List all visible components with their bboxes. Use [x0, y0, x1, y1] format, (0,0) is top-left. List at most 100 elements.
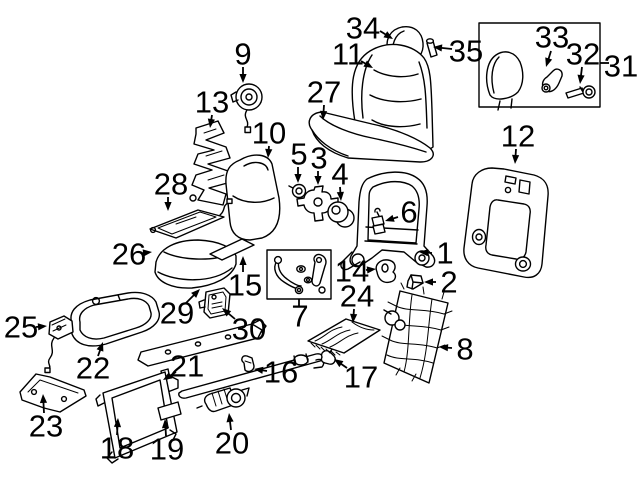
seat-back-pad-drawing: [225, 154, 281, 241]
callout-27-label: 27: [307, 75, 341, 110]
callout-22-label: 22: [76, 351, 110, 386]
callout-1-label: 1: [436, 236, 453, 271]
frame-latch-drawing: [371, 207, 386, 235]
callout-2-arrowhead: [424, 278, 433, 286]
kit-headrest-drawing: [485, 51, 524, 111]
callout-20-label: 20: [215, 426, 249, 461]
callout-17-label: 17: [344, 360, 378, 395]
callout-16-arrowhead: [254, 366, 264, 374]
guide-pin-drawing: [425, 38, 438, 58]
callout-26-label: 26: [112, 237, 146, 272]
callout-1-arrowhead: [419, 249, 429, 257]
track-heater-pad-drawing: [307, 318, 381, 356]
callout-4-arrowhead: [336, 191, 344, 201]
track-motor-drawing: [196, 387, 250, 413]
callout-11-label: 11: [332, 37, 364, 72]
callout-29-arrowhead: [191, 289, 200, 298]
headrest-kit-box: [478, 22, 601, 108]
callout-8-arrowhead: [439, 344, 449, 352]
callout-3-arrowhead: [314, 176, 322, 185]
callout-8-label: 8: [456, 332, 473, 367]
seat-assembly-drawing: [308, 25, 438, 163]
callout-28-arrowhead: [164, 202, 172, 211]
track-cover-drawing: [19, 373, 87, 413]
nut-drawing: [288, 183, 307, 199]
callout-25-arrowhead: [37, 323, 47, 331]
lumbar-mat-drawing: [381, 282, 453, 384]
callout-24-arrowhead: [350, 313, 358, 323]
callout-23-arrowhead: [39, 394, 48, 404]
track-end-cap-drawing: [241, 355, 255, 373]
callout-30-label: 30: [232, 312, 266, 347]
callout-23-label: 23: [29, 409, 63, 444]
listing-sheet-drawing: [209, 238, 255, 261]
callout-20-arrowhead: [226, 413, 234, 423]
lower-track-drawing: [178, 353, 325, 399]
callout-34-label: 34: [346, 11, 380, 46]
upper-slide-rail-drawing: [137, 319, 267, 367]
spacer-block-drawing: [406, 274, 424, 290]
callout-18-label: 18: [100, 431, 134, 466]
callout-10-arrowhead: [265, 148, 273, 158]
callout-14-label: 14: [335, 254, 369, 289]
callout-33-arrowhead: [545, 57, 553, 67]
recliner-knob-drawing: [327, 201, 355, 228]
callout-11-arrowhead: [363, 60, 373, 68]
callout-6-label: 6: [400, 195, 417, 230]
callout-5-label: 5: [290, 137, 307, 172]
callout-21-label: 21: [170, 349, 204, 384]
callout-30-arrowhead: [222, 308, 232, 317]
callout-19-arrowhead: [161, 419, 170, 429]
recliner-bracket-drawing: [296, 185, 339, 222]
cushion-heater-pad-drawing: [149, 198, 233, 239]
callout-3-label: 3: [310, 141, 327, 176]
seat-cushion-drawing: [308, 111, 434, 163]
callout-9-arrowhead: [239, 74, 247, 83]
callout-2-label: 2: [440, 265, 457, 300]
callout-29-label: 29: [160, 296, 194, 331]
sensor-bracket-drawing: [44, 315, 74, 374]
callout-9-label: 9: [234, 37, 251, 72]
callout-15-arrowhead: [239, 256, 247, 265]
support-frame-drawing: [95, 371, 182, 464]
back-heater-element-drawing: [189, 120, 232, 206]
callout-6-arrowhead: [385, 214, 395, 222]
callout-12-arrowhead: [512, 154, 520, 164]
recliner-handle-drawing: [375, 259, 397, 284]
callout-22-arrowhead: [96, 342, 104, 352]
callout-16-label: 16: [264, 355, 298, 390]
callout-10-label: 10: [252, 116, 286, 151]
callout-35-label: 35: [449, 34, 483, 69]
callout-15-label: 15: [228, 268, 262, 303]
callout-26-arrowhead: [142, 249, 152, 257]
kit-hardware-drawing: [273, 253, 327, 295]
callout-13-label: 13: [195, 85, 229, 120]
callout-19-label: 19: [150, 432, 184, 467]
seat-back-panel-drawing: [463, 167, 549, 279]
callout-25-label: 25: [4, 310, 38, 345]
callout-14-arrowhead: [366, 266, 376, 274]
callout-28-label: 28: [154, 167, 188, 202]
callout-31-label: 31: [604, 49, 638, 84]
callout-34-arrowhead: [383, 31, 393, 39]
callout-7-label: 7: [291, 299, 308, 334]
callout-32-label: 32: [566, 37, 600, 72]
callout-4-label: 4: [331, 157, 348, 192]
callout-27-arrowhead: [320, 110, 328, 120]
kit-lever-drawing: [541, 68, 563, 93]
seat-pan-drawing: [70, 291, 161, 347]
callout-18-arrowhead: [113, 418, 122, 428]
callout-32-arrowhead: [577, 74, 585, 84]
callout-13-arrowhead: [207, 118, 215, 128]
frame-bracket-drawing: [157, 401, 182, 421]
callout-5-arrowhead: [294, 174, 302, 183]
kit-screw-drawing: [565, 85, 596, 99]
callout-35-arrowhead: [433, 44, 443, 52]
callout-17-arrowhead: [334, 359, 344, 368]
callout-21-arrowhead: [163, 372, 173, 380]
callout-24-label: 24: [340, 279, 374, 314]
callout-12-label: 12: [501, 119, 535, 154]
